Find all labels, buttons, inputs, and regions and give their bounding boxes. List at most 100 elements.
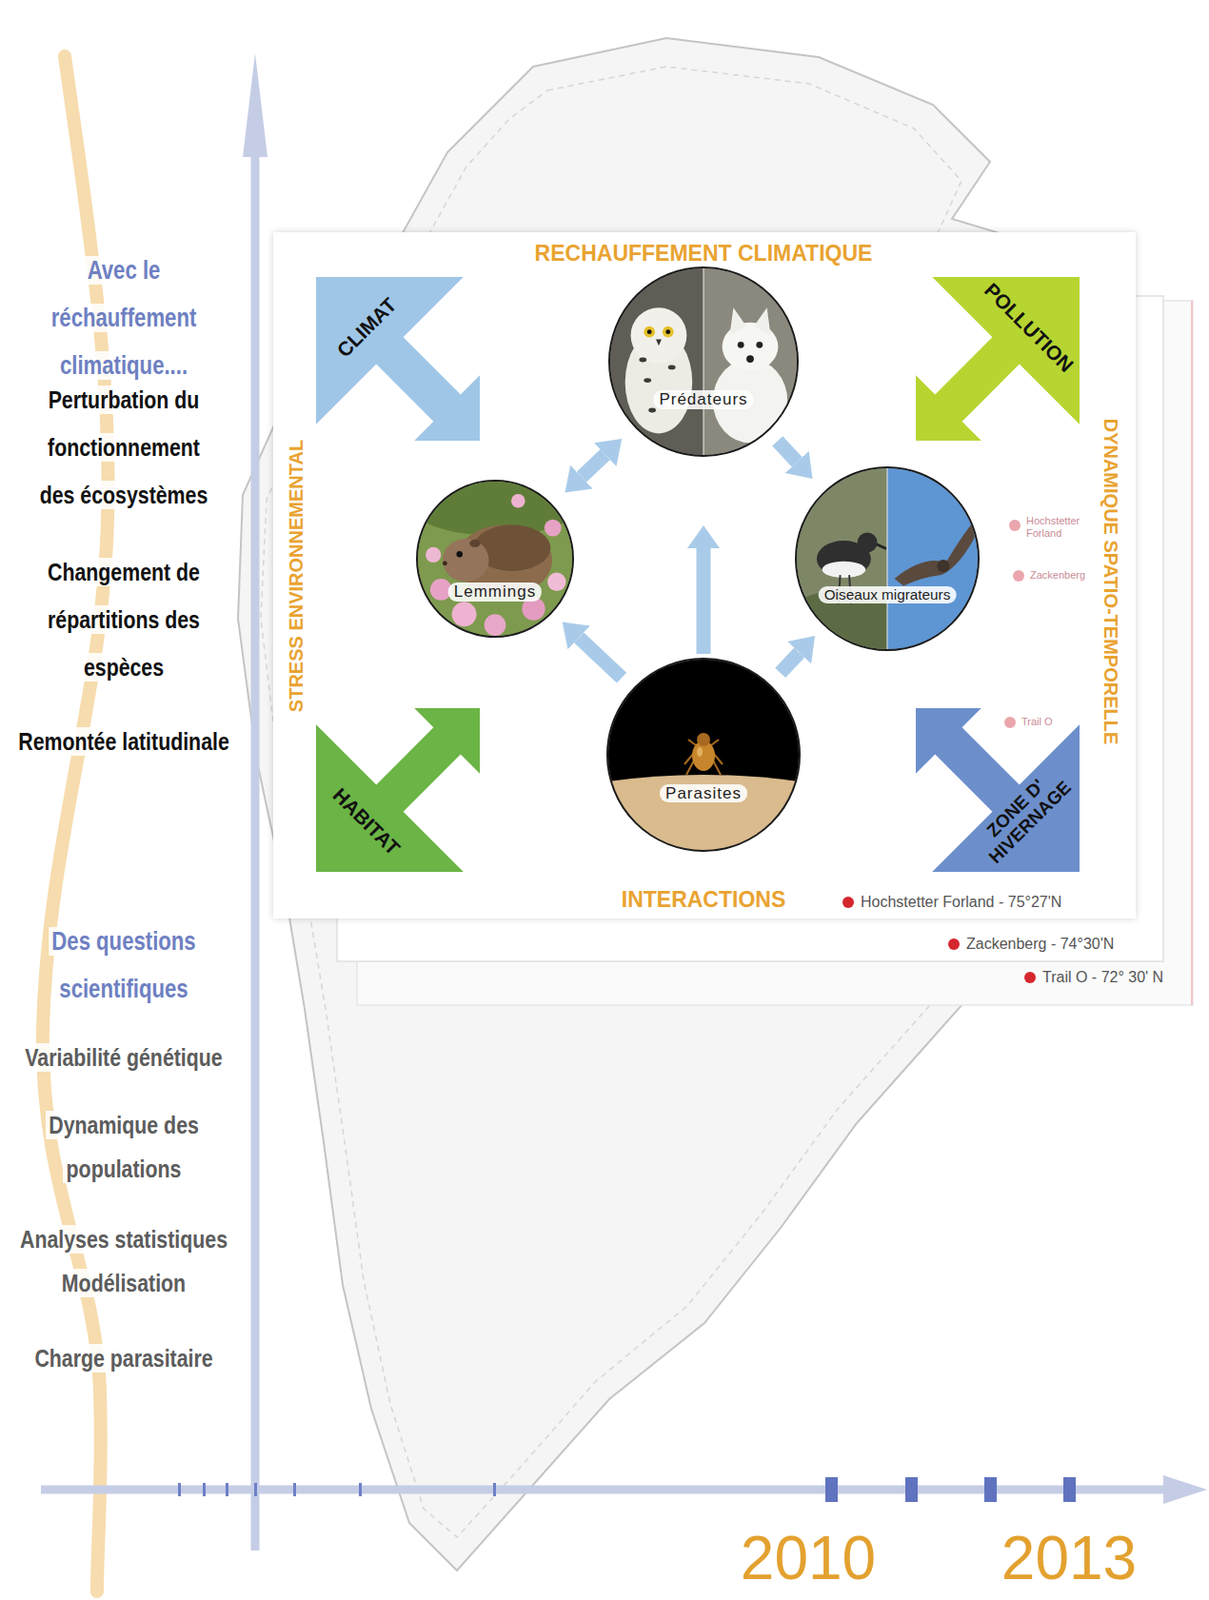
species-circle: Lemmings (416, 479, 575, 638)
section-heading-text: Avec le réchauffement climatique.... (47, 256, 199, 380)
axis-ticks (178, 1477, 1076, 1503)
species-label: Prédateurs (653, 390, 754, 410)
column-text-text: Variabilité génétique (21, 1043, 226, 1072)
species-label: Oiseaux migrateurs (818, 586, 957, 604)
legend-text: Trail O - 72° 30' N (1042, 969, 1164, 987)
station-dot (1004, 716, 1016, 729)
photo-svg (610, 268, 797, 456)
sand (608, 774, 799, 851)
vertical-axis (251, 142, 260, 1551)
photo-divider (702, 268, 704, 456)
fox-eye (755, 341, 763, 349)
sandpiper-belly (822, 561, 867, 578)
section-heading: Des questions scientifiques (10, 917, 238, 1013)
flower (484, 614, 507, 636)
column-text: Dynamique des populations (45, 1103, 202, 1191)
legend-text: Zackenberg - 74°30'N (966, 935, 1114, 953)
panel-heading: RECHAUFFEMENT CLIMATIQUE (535, 240, 873, 266)
time-axis (40, 1486, 1173, 1495)
section-heading: Avec le réchauffement climatique.... (10, 246, 238, 390)
owl-beak (655, 338, 662, 346)
seabird (894, 518, 977, 586)
double-arrow-shape (316, 708, 480, 873)
photo-divider (886, 468, 888, 650)
species-label: Lemmings (448, 582, 542, 602)
species-label: Parasites (659, 784, 748, 804)
tick-leg (711, 739, 719, 746)
station-dot (1009, 519, 1021, 532)
photo-svg (608, 659, 799, 851)
photo-ground (608, 659, 799, 851)
double-arrow-shape (915, 708, 1080, 873)
year-tick (905, 1477, 918, 1503)
column-text-text: Remontée latitudinale (15, 727, 233, 756)
time-axis-head (1163, 1475, 1208, 1505)
flower (511, 494, 526, 509)
axis-tick (358, 1483, 362, 1497)
column-text: Variabilité génétique (6, 1035, 241, 1080)
axis-tick (254, 1483, 258, 1497)
column-text-text: Charge parasitaire (31, 1344, 217, 1373)
owl-fleck (668, 364, 676, 370)
photo-ground (703, 268, 797, 456)
side-heading: DYNAMIQUE SPATIO-TEMPORELLE (1099, 418, 1122, 746)
column-text: Perturbation du fonctionnement des écosy… (34, 376, 215, 519)
sky (887, 468, 978, 650)
factor-arrow: CLIMAT (316, 277, 480, 441)
owl-eye (643, 326, 655, 338)
owl-pupil (665, 329, 671, 335)
interaction-arrow (581, 455, 606, 478)
tick-leg (713, 760, 721, 775)
column-text-text: Analyses statistiques Modélisation (17, 1225, 232, 1298)
owl-eye (662, 326, 674, 338)
lemming-ear (469, 539, 480, 548)
sandpiper-beak (876, 544, 887, 550)
species-circle: Prédateurs (608, 266, 799, 457)
owl-pupil (647, 329, 653, 335)
legend-item: Zackenberg - 74°30'N (948, 933, 1114, 955)
tick-highlight (696, 747, 703, 757)
axis-tick (178, 1483, 181, 1497)
legend-swatch (1024, 971, 1036, 984)
map-coast-texture (260, 66, 1119, 1538)
ghost-panel-edge (1190, 300, 1193, 1006)
fox-eye (737, 341, 745, 349)
year-label: 2010 (713, 1525, 904, 1592)
axis-tick (202, 1483, 206, 1497)
fox-ear (729, 307, 747, 336)
timeline-ribbon (42, 56, 109, 1592)
tick-leg (688, 739, 696, 746)
section-heading-text: Des questions scientifiques (48, 927, 199, 1004)
column-text-text: Dynamique des populations (45, 1110, 202, 1184)
column-text-text: Changement de répartitions des espèces (44, 557, 204, 682)
factor-arrow: POLLUTION (915, 277, 1080, 441)
factor-arrow: HABITAT (316, 708, 480, 873)
legend-swatch (948, 938, 960, 951)
column-text: Charge parasitaire (6, 1336, 241, 1381)
tick-leg (686, 760, 694, 775)
species-circle: Parasites (606, 657, 801, 853)
station-dot (1012, 570, 1025, 582)
column-text-text: Perturbation du fonctionnement des écosy… (36, 385, 211, 510)
vertical-axis-head (242, 53, 268, 158)
year-tick (1063, 1477, 1076, 1503)
owl-fleck (638, 357, 647, 363)
owl-head (631, 307, 688, 364)
panel-heading: INTERACTIONS (621, 887, 787, 912)
year-tick (825, 1477, 838, 1503)
side-heading: STRESS ENVIRONNEMENTAL (285, 439, 308, 713)
axis-tick (493, 1483, 496, 1497)
legend-item: Trail O - 72° 30' N (1024, 967, 1164, 989)
flower (452, 601, 477, 627)
year-tick (984, 1477, 997, 1503)
double-arrow-shape (915, 277, 1080, 441)
arrow-shape-svg (316, 277, 480, 441)
year-label-text: 2010 (740, 1524, 876, 1593)
interaction-arrow (696, 548, 712, 655)
seabird-head (936, 559, 950, 573)
owl-fleck (643, 377, 652, 383)
axis-tick (225, 1483, 229, 1497)
lemming-nose (442, 560, 448, 566)
axis-tick (293, 1483, 297, 1497)
